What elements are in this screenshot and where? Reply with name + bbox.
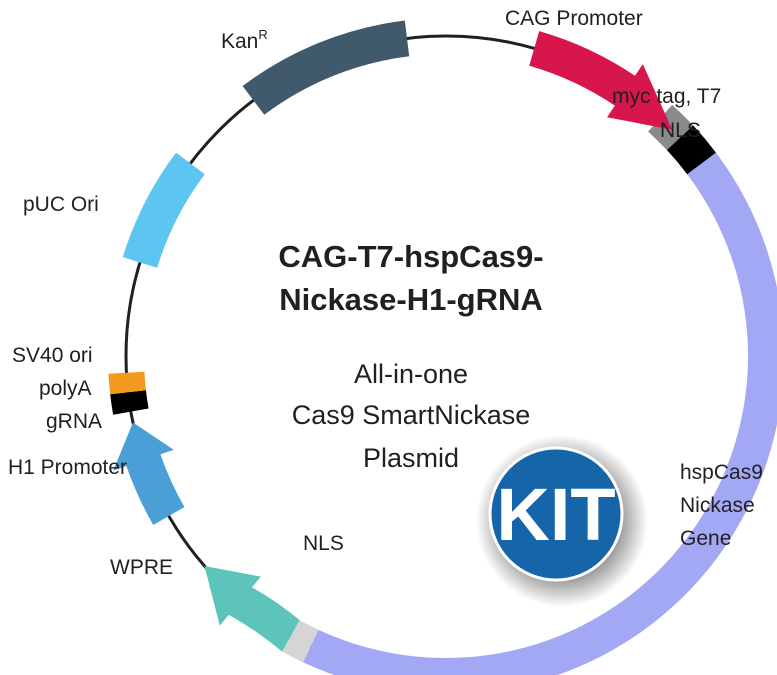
kit-badge-circle <box>488 446 624 582</box>
feature-segments <box>108 20 777 675</box>
t7-nls-segment <box>666 125 716 175</box>
subtitle-line-2: Cas9 SmartNickase <box>292 400 531 430</box>
cag-promoter-arrow <box>529 31 673 130</box>
cas9-label-line3: Gene <box>680 527 731 550</box>
kit-badge-text: KIT <box>496 473 615 556</box>
grna-segment <box>110 390 149 415</box>
grna-label: gRNA <box>46 410 102 433</box>
puc-ori-label: pUC Ori <box>23 193 99 216</box>
plasmid-title: CAG-T7-hspCas9- Nickase-H1-gRNA All-in-o… <box>278 239 543 473</box>
cas9-label-line2: Nickase <box>680 494 755 517</box>
sv40-label-line1: SV40 ori <box>12 344 93 367</box>
sv40-polya-segment <box>108 371 146 395</box>
myc-tag-label-line2: NLS <box>660 119 701 142</box>
nls-label: NLS <box>303 532 344 555</box>
myc-tag-label-line1: myc tag, T7 <box>612 85 721 108</box>
subtitle-line-3: Plasmid <box>363 443 459 473</box>
hspcas9-nickase-segment <box>303 152 777 675</box>
wpre-label: WPRE <box>110 556 173 579</box>
title-line-1: CAG-T7-hspCas9- <box>278 239 543 274</box>
sv40-label-line2: polyA <box>39 377 92 400</box>
kanr-label-main: Kan <box>221 30 258 53</box>
nls-segment <box>282 620 319 663</box>
h1-promoter-arrow <box>113 422 185 525</box>
feature-labels: CAG Promoter myc tag, T7 NLS hspCas9 Nic… <box>8 7 763 579</box>
cas9-label-line1: hspCas9 <box>680 461 763 484</box>
kanr-label: KanR <box>221 27 268 53</box>
cag-promoter-label: CAG Promoter <box>505 7 643 30</box>
kanr-label-superscript: R <box>258 27 267 42</box>
h1-promoter-label: H1 Promoter <box>8 456 127 479</box>
puc-ori-segment <box>122 152 205 268</box>
kit-badge: KIT <box>476 435 648 607</box>
wpre-arrow <box>204 565 300 652</box>
title-line-2: Nickase-H1-gRNA <box>279 282 543 317</box>
kanr-segment <box>242 20 410 115</box>
subtitle-line-1: All-in-one <box>354 359 468 389</box>
